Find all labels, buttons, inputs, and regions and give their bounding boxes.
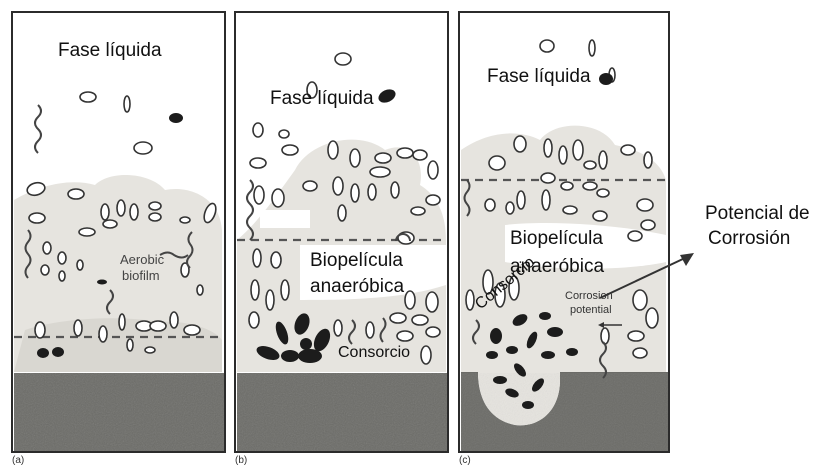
panel-a-letter: (a) [12,455,24,466]
panel-a-liquid-label: Fase líquida [58,40,162,62]
panel-a-biofilm-label-2: biofilm [122,268,160,283]
panel-b-consortium-label: Consorcio [338,344,410,362]
panel-c-biofilm-label-1: Biopelícula [510,228,603,250]
callout-label-line2: Corrosión [708,228,790,250]
callout-label-line1: Potencial de [705,203,810,225]
panel-a [12,12,225,452]
panel-c-letter: (c) [459,455,471,466]
panel-c-liquid-label: Fase líquida [487,66,591,88]
panel-c-potential-label-1: Corrosion [565,290,613,302]
panel-b-letter: (b) [235,455,247,466]
panel-b-liquid-label: Fase líquida [270,88,374,110]
panel-b [235,12,448,452]
panel-a-biofilm-label-1: Aerobic [120,252,164,267]
panel-b-biofilm-label-1: Biopelícula [310,250,403,272]
panel-c-potential-label-2: potential [570,304,612,316]
panel-b-biofilm-label-2: anaeróbica [310,276,404,298]
